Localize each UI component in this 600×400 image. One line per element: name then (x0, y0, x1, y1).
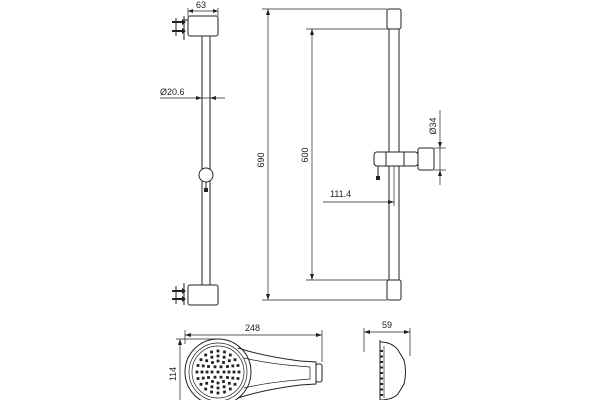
label-bar-diameter: Ø20.6 (160, 87, 185, 97)
nozzle (233, 358, 237, 362)
shower-nozzles (195, 349, 241, 395)
nozzle (222, 370, 226, 374)
dim-total-height: 690 (256, 8, 387, 301)
nozzle (232, 370, 236, 374)
shower-head-outer (184, 338, 252, 400)
nozzle (196, 364, 200, 367)
dim-handshower-width: 114 (168, 338, 218, 400)
dim-handshower-depth: 59 (363, 320, 411, 356)
side-slider (198, 167, 214, 192)
nozzle (223, 350, 226, 354)
nozzle (210, 390, 213, 394)
nozzle (216, 391, 220, 395)
top-end-cap (386, 8, 402, 30)
nozzle (199, 382, 203, 386)
nozzle (231, 376, 235, 380)
nozzle (228, 387, 232, 391)
side-nozzle (380, 394, 383, 396)
nozzle (216, 349, 220, 353)
side-nozzle (380, 366, 383, 369)
nozzle (227, 381, 231, 385)
top-wall-bracket (172, 15, 219, 40)
nozzle (222, 385, 226, 389)
side-rod (201, 36, 211, 285)
nozzle (205, 370, 209, 374)
nozzle (236, 364, 240, 367)
nozzle (205, 359, 209, 363)
nozzle (205, 381, 209, 385)
nozzle (199, 358, 203, 362)
nozzle (222, 355, 226, 359)
nozzle (200, 370, 204, 374)
nozzle (204, 387, 208, 391)
nozzle (216, 359, 220, 363)
nozzle (226, 365, 229, 368)
nozzle (227, 370, 231, 374)
nozzle (227, 359, 231, 363)
side-nozzles (380, 350, 383, 396)
nozzle (210, 370, 214, 374)
label-handshower-length: 248 (245, 323, 260, 333)
nozzle (211, 361, 214, 364)
label-bracket-depth: 63 (196, 0, 206, 10)
nozzle (216, 381, 220, 385)
nozzle (210, 385, 214, 389)
nozzle (210, 350, 213, 354)
nozzle (236, 377, 240, 380)
label-total-height: 690 (256, 152, 266, 167)
dim-holder-diameter: Ø34 (428, 110, 446, 185)
side-nozzle (380, 388, 383, 391)
nozzle (223, 390, 226, 394)
nozzle (226, 376, 229, 379)
side-nozzle (380, 377, 383, 380)
nozzle (204, 353, 208, 357)
side-view: 63 Ø20.6 (160, 0, 225, 306)
nozzle (196, 377, 200, 380)
side-nozzle (380, 383, 383, 385)
shower-holder (373, 147, 435, 180)
nozzle (210, 355, 214, 359)
hand-shower-front: 248 114 (168, 323, 323, 400)
dim-handshower-length: 248 (184, 323, 323, 362)
hand-shower-side: 59 (363, 320, 411, 400)
nozzle (222, 380, 225, 383)
nozzle (233, 382, 237, 386)
nozzle (222, 361, 225, 364)
nozzle (195, 370, 199, 374)
bottom-wall-bracket (172, 283, 219, 306)
shower-handle (237, 347, 317, 399)
side-nozzle (380, 361, 383, 363)
dim-bracket-depth: 63 (187, 0, 219, 16)
label-handshower-depth: 59 (382, 320, 392, 330)
nozzle (231, 364, 235, 368)
label-holder-diameter: Ø34 (428, 117, 438, 134)
nozzle (216, 370, 220, 374)
nozzle (211, 380, 214, 383)
nozzle (216, 386, 220, 390)
dim-bar-length: 600 (300, 28, 389, 281)
label-bar-length: 600 (300, 147, 310, 162)
nozzle (219, 365, 223, 369)
side-nozzle (380, 372, 383, 374)
nozzle (201, 376, 205, 380)
nozzle (213, 365, 217, 369)
nozzle (216, 354, 220, 358)
side-nozzle (380, 355, 383, 358)
side-nozzle (380, 350, 383, 352)
label-holder-projection: 111.4 (330, 189, 351, 199)
label-handshower-width: 114 (168, 367, 178, 381)
nozzle (237, 370, 241, 374)
dim-bar-diameter: Ø20.6 (160, 87, 225, 100)
nozzle (228, 353, 232, 357)
nozzle (207, 365, 210, 368)
nozzle (201, 364, 205, 368)
dim-holder-projection: 111.4 (323, 166, 395, 206)
front-view: 690 600 Ø34 111.4 (256, 8, 446, 301)
nozzle (213, 375, 217, 379)
bottom-end-cap (386, 279, 402, 301)
nozzle (219, 375, 223, 379)
nozzle (207, 376, 210, 379)
